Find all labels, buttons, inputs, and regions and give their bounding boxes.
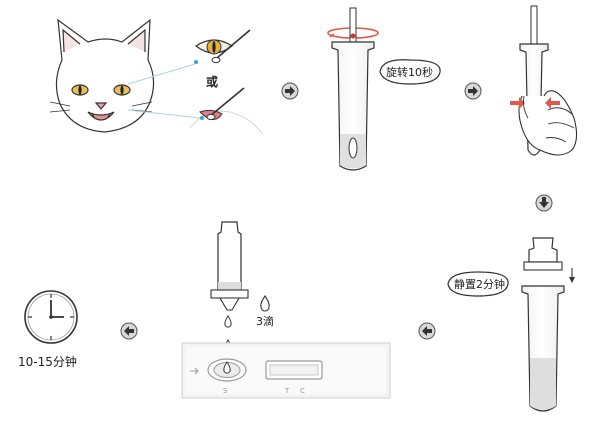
connector-line (127, 109, 201, 119)
cassette-c-label: C (300, 387, 305, 395)
arrow-left-icon (120, 322, 138, 340)
drops-label: 3滴 (256, 314, 274, 328)
cassette-t-label: T (284, 387, 290, 395)
cassette-s-label: S (223, 387, 228, 395)
time-label: 10-15分钟 (18, 354, 77, 369)
standing-label: 静置2分钟 (454, 277, 505, 291)
eye-swab-icon (194, 29, 251, 64)
rotate-label: 旋转10秒 (386, 65, 433, 79)
rotate-label-badge: 旋转10秒 (379, 59, 441, 85)
or-label: 或 (206, 74, 218, 89)
connector-line (127, 63, 196, 85)
drop-icon (260, 295, 270, 312)
cat-face-icon (49, 18, 155, 133)
arrow-right-icon (464, 82, 482, 100)
arrow-down-icon (535, 194, 553, 212)
clock-icon (24, 290, 78, 344)
test-cassette: S T C (181, 342, 391, 399)
arrow-right-icon (281, 82, 299, 100)
dropper-tube (210, 221, 249, 311)
squeeze-tube-hand (510, 5, 578, 156)
extraction-tube-rotate (327, 7, 379, 171)
mouth-swab-icon (189, 87, 263, 135)
standing-label-badge: 静置2分钟 (447, 271, 509, 297)
standing-tube (521, 237, 575, 412)
arrow-left-icon (418, 322, 436, 340)
